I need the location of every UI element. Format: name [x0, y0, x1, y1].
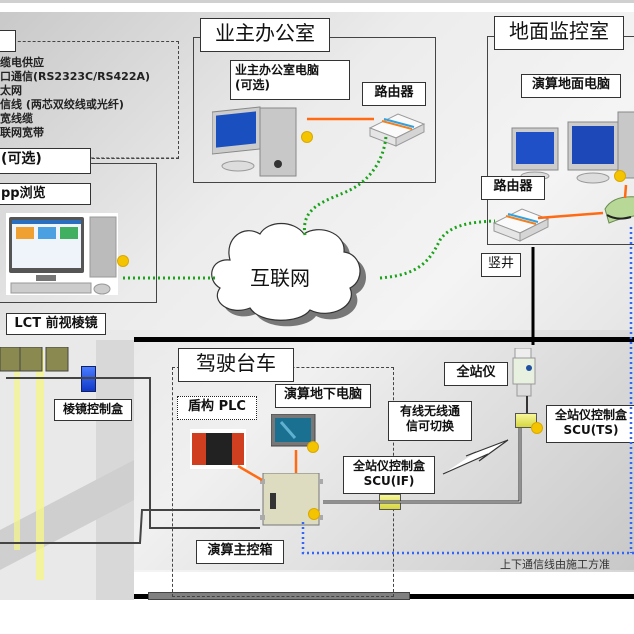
power-dot: [117, 255, 129, 267]
prism-control-label: 棱镜控制盒: [54, 399, 132, 421]
owner-router-label: 路由器: [362, 82, 426, 106]
remote-pc-browse-label: pp浏览: [0, 183, 91, 205]
ground-router-label: 路由器: [481, 176, 545, 200]
prism-icons: [0, 347, 69, 372]
remote-pc-optional-label: (可选): [0, 148, 91, 174]
cart-title: 驾驶台车: [178, 348, 294, 382]
legend-item: 口通信(RS2323C/RS422A): [0, 70, 151, 83]
internet-label: 互联网: [250, 266, 310, 290]
power-dot: [301, 131, 313, 143]
scu-if-label: 全站仪控制盒 SCU(IF): [343, 456, 435, 494]
main-control-box-label: 演算主控箱: [196, 540, 284, 564]
ground-router-icon: [492, 208, 550, 242]
lct-prism-label: LCT 前视棱镜: [6, 313, 106, 335]
scu-ts-label: 全站仪控制盒 SCU(TS): [546, 405, 634, 443]
legend-item: 宽线缆: [0, 112, 33, 125]
legend-list: 缆电供应 口通信(RS2323C/RS422A) 太网 信线 (两芯双绞线或光纤…: [0, 56, 150, 140]
footnote: 上下通信线由施工方准: [500, 558, 610, 571]
scu-if-box: [379, 494, 401, 510]
legend-title-box: [0, 30, 16, 52]
total-station-icon: [512, 348, 536, 397]
prism-control-box: [81, 366, 96, 392]
plc-label: 盾构 PLC: [177, 396, 257, 420]
legend-item: 太网: [0, 84, 22, 97]
underground-pc-label: 演算地下电脑: [275, 384, 371, 408]
owner-router-icon: [368, 113, 426, 147]
power-dot: [531, 422, 543, 434]
ground-pc-label: 演算地面电脑: [521, 74, 621, 98]
remote-pc-icon: [6, 213, 118, 295]
owner-office-title: 业主办公室: [200, 18, 330, 52]
shaft-label: 竖井: [481, 253, 521, 277]
owner-pc-icon: [212, 106, 297, 177]
power-dot: [614, 170, 626, 182]
plc-icon: [190, 429, 246, 469]
wireless-switch-label: 有线无线通 信可切换: [388, 401, 472, 441]
ground-pc-icon: [511, 111, 634, 184]
ground-control-title: 地面监控室: [494, 16, 624, 50]
legend-item: 信线 (两芯双绞线或光纤): [0, 98, 124, 111]
tunnel-roof: [100, 337, 634, 342]
internet-cloud: [211, 222, 367, 327]
power-dot: [307, 441, 319, 453]
legend-item: 联网宽带: [0, 126, 44, 139]
top-border: [0, 0, 634, 3]
owner-pc-label: 业主办公室电脑 (可选): [230, 60, 350, 100]
underground-pc-icon: [271, 414, 316, 447]
total-station-label: 全站仪: [444, 362, 508, 386]
legend-item: 缆电供应: [0, 56, 44, 69]
power-dot: [308, 508, 320, 520]
main-control-box-icon: [260, 473, 323, 526]
modem-icon: [604, 196, 634, 224]
